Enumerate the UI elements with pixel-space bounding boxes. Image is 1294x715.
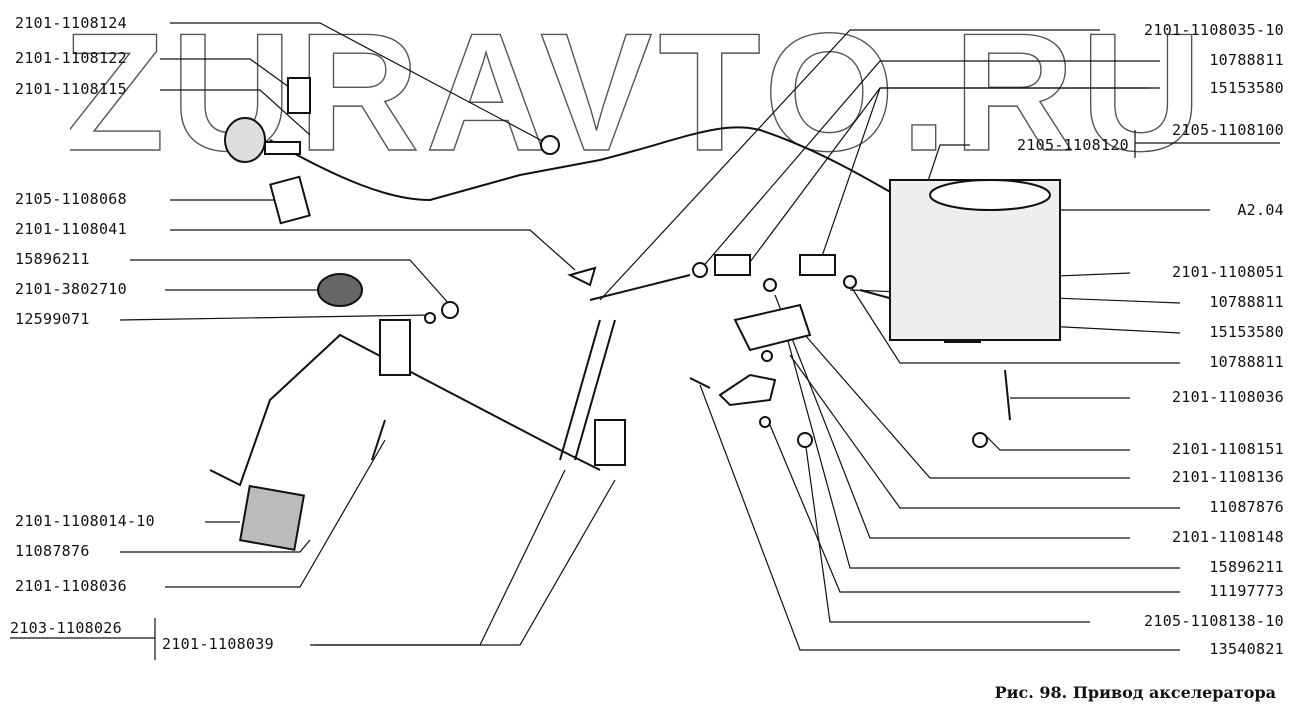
pedal-bracket bbox=[379, 319, 411, 376]
leader-line bbox=[170, 22, 551, 146]
part-label: 2101-1108036 bbox=[15, 577, 127, 595]
hand-throttle-knob bbox=[224, 117, 266, 163]
nut bbox=[843, 275, 857, 289]
knob-sleeve bbox=[264, 141, 301, 155]
leader-line bbox=[120, 539, 311, 553]
part-label: 2101-1108136 bbox=[1172, 468, 1284, 486]
figure-caption: Рис. 98. Привод акселератора bbox=[994, 683, 1276, 702]
pin bbox=[689, 377, 711, 389]
carburetor-top bbox=[929, 179, 1051, 211]
leader-line bbox=[315, 479, 616, 646]
washer bbox=[763, 278, 777, 292]
leader-line bbox=[130, 259, 451, 306]
leader-line bbox=[774, 294, 1130, 539]
part-label: 15153580 bbox=[1209, 323, 1284, 341]
part-label: 2103-1108026 bbox=[10, 619, 122, 637]
part-label: 2101-1108148 bbox=[1172, 528, 1284, 546]
part-label: 2105-1108068 bbox=[15, 190, 127, 208]
part-label: 15896211 bbox=[1209, 558, 1284, 576]
lever-arm-2 bbox=[574, 319, 616, 461]
cable-bracket bbox=[287, 77, 311, 114]
leader-line bbox=[165, 439, 386, 588]
part-label: A2.04 bbox=[1237, 201, 1284, 219]
part-label: 10788811 bbox=[1209, 353, 1284, 371]
part-label: 2101-1108039 bbox=[162, 635, 274, 653]
part-label: 11197773 bbox=[1209, 582, 1284, 600]
leader-line bbox=[119, 314, 431, 321]
bracket-plate bbox=[733, 303, 812, 352]
leader-line bbox=[784, 329, 1180, 569]
leader-line bbox=[699, 60, 1160, 271]
nut bbox=[797, 432, 813, 448]
nut bbox=[441, 301, 459, 319]
leader-line bbox=[849, 284, 1180, 364]
part-label: 2105-1108120 bbox=[1017, 136, 1129, 154]
leader-line bbox=[804, 439, 1090, 623]
part-label: 2101-1108041 bbox=[15, 220, 127, 238]
part-label: 2101-1108051 bbox=[1172, 263, 1284, 281]
leader-line bbox=[789, 354, 1180, 509]
spring bbox=[1004, 369, 1011, 421]
part-label: 2101-1108151 bbox=[1172, 440, 1284, 458]
part-label: 12599071 bbox=[15, 310, 90, 328]
part-label: 2105-1108100 bbox=[1172, 121, 1284, 139]
plate-bracket bbox=[269, 175, 311, 225]
part-label: 2101-1108124 bbox=[15, 14, 127, 32]
leader-line bbox=[160, 89, 311, 136]
return-spring bbox=[371, 419, 386, 461]
washer bbox=[424, 312, 436, 324]
nut bbox=[692, 262, 708, 278]
throttle-rod bbox=[589, 274, 691, 301]
leader-line bbox=[160, 58, 301, 96]
pin bbox=[972, 432, 988, 448]
leader-line bbox=[599, 29, 1100, 301]
lever-arm bbox=[559, 319, 601, 461]
leader-line bbox=[804, 334, 1130, 479]
part-label: 13540821 bbox=[1209, 640, 1284, 658]
accelerator-cable bbox=[269, 126, 931, 216]
clip bbox=[567, 266, 597, 287]
part-label: 2101-1108036 bbox=[1172, 388, 1284, 406]
rubber-boot bbox=[317, 273, 363, 307]
part-label: 2105-1108138-10 bbox=[1144, 612, 1284, 630]
part-label: 10788811 bbox=[1209, 51, 1284, 69]
leader-line bbox=[819, 87, 1150, 263]
part-label: 2101-1108122 bbox=[15, 49, 127, 67]
leader-line bbox=[699, 384, 1180, 651]
part-label: 2101-1108035-10 bbox=[1144, 21, 1284, 39]
part-label: 10788811 bbox=[1209, 293, 1284, 311]
part-label: 15153580 bbox=[1209, 79, 1284, 97]
leader-line bbox=[310, 469, 566, 646]
bracket-lower bbox=[718, 373, 777, 407]
pedal-shaft bbox=[209, 333, 601, 487]
accelerator-pedal bbox=[239, 484, 306, 551]
part-label: 2101-3802710 bbox=[15, 280, 127, 298]
part-label: 2101-1108014-10 bbox=[15, 512, 155, 530]
cable-bushing bbox=[540, 135, 560, 155]
part-label: 15896211 bbox=[15, 250, 90, 268]
part-label: 11087876 bbox=[15, 542, 90, 560]
part-label: 2101-1108115 bbox=[15, 80, 127, 98]
washer bbox=[761, 350, 773, 362]
part-label: 11087876 bbox=[1209, 498, 1284, 516]
washer bbox=[759, 416, 771, 428]
leader-line bbox=[984, 434, 1130, 451]
leader-line bbox=[170, 229, 576, 271]
lever-bracket bbox=[594, 419, 626, 466]
sleeve bbox=[799, 254, 836, 276]
leader-line bbox=[769, 424, 1180, 593]
sleeve bbox=[714, 254, 751, 276]
